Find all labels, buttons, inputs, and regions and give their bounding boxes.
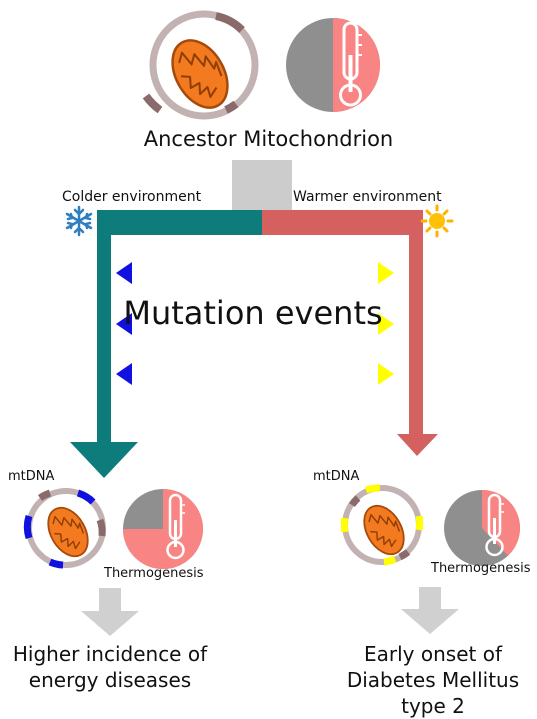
mutation-marker [116, 313, 132, 335]
colder-environment-label: Colder environment [62, 189, 202, 205]
right-thermometer-icon [444, 490, 520, 566]
left-thermometer-icon [123, 489, 203, 569]
mutation-marker [116, 363, 132, 385]
mutation-marker [378, 313, 394, 335]
left-mtdna-label: mtDNA [8, 469, 55, 484]
ancestor-mitochondrion-icon [142, 10, 259, 120]
mutation-events-label: Mutation events [123, 294, 383, 332]
warm-mutation-markers [378, 262, 394, 385]
right-mitochondrion-icon [340, 484, 424, 566]
mutation-marker [378, 363, 394, 385]
mutation-marker [116, 262, 132, 284]
cold-mutation-markers [116, 262, 132, 385]
warm-branch-arrow [262, 210, 438, 456]
stem-connector [232, 160, 292, 210]
left-thermogenesis-label: Thermogenesis [104, 566, 204, 581]
left-outcome-arrow [81, 588, 139, 636]
right-mtdna-label: mtDNA [313, 469, 360, 484]
warmer-environment-label: Warmer environment [293, 189, 442, 205]
ancestor-thermometer-icon [286, 18, 380, 112]
right-outcome-arrow [401, 587, 459, 634]
right-thermogenesis-label: Thermogenesis [431, 561, 531, 576]
title-ancestor-mitochondrion: Ancestor Mitochondrion [143, 127, 394, 151]
cold-branch-arrow [70, 210, 262, 478]
mutation-marker [378, 262, 394, 284]
snowflake-icon [65, 205, 93, 237]
left-outcome-text: Higher incidence of energy diseases [12, 642, 208, 692]
sun-icon [420, 204, 454, 238]
right-outcome-text: Early onset of Diabetes Mellitus type 2 [346, 642, 520, 718]
left-mitochondrion-icon [23, 488, 106, 569]
